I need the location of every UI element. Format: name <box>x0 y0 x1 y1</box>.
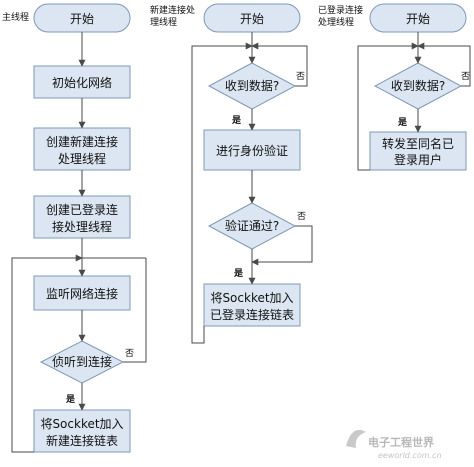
main-decision-label: 侦听到连接 <box>52 354 112 369</box>
watermark-swirl-icon <box>346 429 366 448</box>
main-add-label-2: 新建连接链表 <box>46 433 118 448</box>
watermark-sub: eeworld.com.cn <box>378 451 442 460</box>
main-thread-title: 主线程 <box>2 11 29 23</box>
new-conn-yes2-label: 是 <box>233 268 244 279</box>
main-listen-label: 监听网络连接 <box>46 286 118 301</box>
logged-forward-label-1: 转发至同名已 <box>382 136 454 151</box>
main-init-node <box>33 65 131 99</box>
new-conn-no1-label: 否 <box>296 71 305 82</box>
main-yes-label: 是 <box>65 394 76 405</box>
new-conn-add-label-1: 将Sockket加入 <box>210 291 293 305</box>
main-outer-loop <box>11 254 83 453</box>
new-conn-no1-loop <box>251 42 308 87</box>
new-conn-title-2: 理线程 <box>150 16 177 28</box>
logged-decision-label: 收到数据? <box>391 78 445 93</box>
watermark-logo: 电子工程世界 eeworld.com.cn <box>346 429 442 460</box>
main-no-label: 否 <box>125 348 134 359</box>
main-add-node <box>33 409 131 453</box>
logged-no-loop <box>417 42 471 87</box>
new-conn-title-1: 新建连接处 <box>150 4 195 16</box>
main-create-logged-label-2: 接处理线程 <box>52 219 112 234</box>
logged-no-label: 否 <box>461 71 470 82</box>
new-conn-decision2-label: 验证通过? <box>225 218 279 233</box>
logged-yes-label: 是 <box>397 117 408 128</box>
logged-title-2: 处理线程 <box>318 16 354 28</box>
new-conn-no2-loop <box>251 225 313 266</box>
logged-outer-loop <box>357 42 419 171</box>
new-conn-no2-label: 否 <box>297 211 306 222</box>
new-conn-outer-loop <box>191 42 253 344</box>
main-create-logged-label-1: 创建已登录连 <box>46 202 118 217</box>
new-conn-start-label: 开始 <box>240 12 264 26</box>
new-conn-add-label-2: 已登录连接链表 <box>210 307 294 322</box>
main-add-label-1: 将Sockket加入 <box>40 417 123 431</box>
main-create-logged-node <box>33 195 131 239</box>
logged-forward-node <box>369 131 467 171</box>
new-conn-auth-label: 进行身份验证 <box>216 143 288 158</box>
new-conn-decision1-label: 收到数据? <box>225 78 279 93</box>
logged-start-label: 开始 <box>406 12 430 26</box>
main-start-label: 开始 <box>70 12 94 26</box>
new-conn-yes1-label: 是 <box>231 115 242 126</box>
logged-forward-label-2: 登录用户 <box>394 152 442 167</box>
main-create-new-label-1: 创建新建连接 <box>46 134 118 149</box>
logged-title-1: 已登录连接 <box>318 4 363 16</box>
main-create-new-label-2: 处理线程 <box>58 151 106 166</box>
new-conn-add-node <box>203 283 301 327</box>
watermark-text: 电子工程世界 <box>368 435 434 449</box>
main-init-label: 初始化网络 <box>52 75 112 90</box>
main-no-loop-up <box>123 258 147 363</box>
